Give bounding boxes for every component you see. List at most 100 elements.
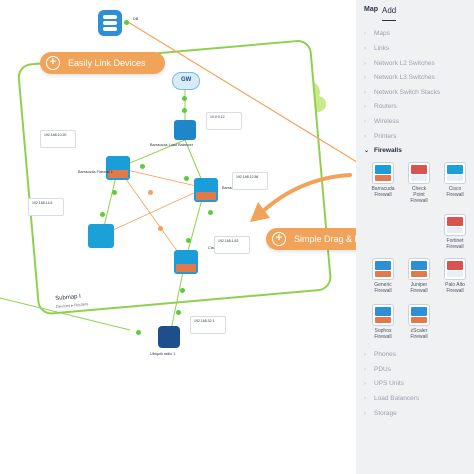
firewall-icon (372, 162, 394, 184)
device-info-card[interactable]: 192.168.12.56 (232, 172, 268, 190)
category-load-balancers[interactable]: › Load Balancers (364, 395, 419, 405)
firewall-icon (408, 162, 430, 184)
load-balancer-icon[interactable] (174, 120, 196, 140)
firewall-icon (444, 258, 466, 280)
database-device-icon[interactable] (98, 10, 122, 36)
switch-node-icon[interactable] (174, 250, 198, 274)
category-label: Links (374, 45, 390, 52)
link-port (182, 96, 187, 101)
easily-link-devices-callout: + Easily Link Devices (40, 52, 165, 74)
tab-map[interactable]: Map (364, 6, 378, 13)
device-info-card[interactable]: 10.0.0.12 (206, 112, 242, 130)
link-line (101, 187, 206, 236)
category-maps[interactable]: ›Maps (364, 30, 390, 40)
category-printers[interactable]: › Printers (364, 133, 396, 143)
category-label: UPS Units (374, 380, 404, 387)
panel-tabs: Map Add (356, 6, 474, 21)
chevron-right-icon: › (364, 104, 366, 110)
device-palo-alto-firewall[interactable]: Palo Alto Firewall (440, 258, 470, 294)
category-storage[interactable]: › Storage (364, 410, 397, 420)
category-l2-switches[interactable]: ›Network L2 Switches (364, 60, 435, 70)
firewall-node-icon[interactable] (194, 178, 218, 202)
category-links[interactable]: ›Links (364, 45, 389, 55)
device-label: Barracuda Firewall (371, 186, 395, 198)
link-line (0, 297, 131, 331)
link-port (208, 210, 213, 215)
device-info-card[interactable]: 192.168.1.52 (214, 236, 250, 254)
category-pdus[interactable]: ›PDUs (364, 366, 391, 376)
device-barracuda-firewall[interactable]: Barracuda Firewall (368, 162, 398, 198)
category-label: Network Switch Stacks (374, 89, 441, 96)
device-label: DB (133, 17, 139, 21)
chevron-right-icon: › (364, 396, 366, 402)
device-label: Fortinet Firewall (446, 238, 464, 250)
link-port (112, 190, 117, 195)
router-node-icon[interactable] (158, 326, 180, 348)
gateway-cloud-icon[interactable]: GW (172, 72, 200, 90)
link-line (117, 167, 206, 189)
category-wireless[interactable]: ›Wireless (364, 118, 399, 128)
chevron-right-icon: › (364, 90, 366, 96)
network-map-canvas[interactable]: Submap I Devices ▸ Routers DB + Easily L… (0, 0, 438, 474)
device-sophos-firewall[interactable]: Sophos Firewall (368, 304, 398, 340)
firewall-icon (408, 258, 430, 280)
ip-address-label: 192.168.10.20 (44, 133, 67, 137)
category-l3-switches[interactable]: › Network L3 Switches (364, 74, 435, 84)
category-label: Load Balancers (374, 395, 420, 402)
link-lines (0, 21, 356, 336)
firewall-icon (444, 214, 466, 236)
link-port (186, 238, 191, 243)
chevron-right-icon: › (364, 352, 366, 358)
device-zscaler-firewall[interactable]: zScaler Firewall (404, 304, 434, 340)
tab-add[interactable]: Add (382, 6, 397, 15)
firewall-icon (372, 304, 394, 326)
link-port (140, 164, 145, 169)
drag-arrow (250, 173, 352, 222)
category-label: PDUs (374, 366, 391, 373)
category-switch-stacks[interactable]: › Network Switch Stacks (364, 89, 440, 99)
category-firewalls[interactable]: ⌄Firewalls (364, 147, 402, 157)
device-label: Check Point Firewall (410, 186, 428, 204)
device-fortinet-firewall[interactable]: Fortinet Firewall (440, 214, 470, 250)
chevron-right-icon: › (364, 75, 366, 81)
device-check-point-firewall[interactable]: Check Point Firewall (404, 162, 434, 204)
category-ups-units[interactable]: ›UPS Units (364, 380, 404, 390)
device-cisco-firewall[interactable]: Cisco Firewall (440, 162, 470, 198)
link-line (117, 167, 186, 263)
category-phones[interactable]: › Phones (364, 351, 396, 361)
link-port (176, 310, 181, 315)
chevron-right-icon: › (364, 119, 366, 125)
link-port (136, 330, 141, 335)
link-port (184, 176, 189, 181)
ip-address-label: 192.168.12.56 (236, 175, 259, 179)
gateway-label: GW (181, 77, 192, 83)
ip-address-label: 192.168.14.6 (32, 201, 53, 205)
link-line (169, 261, 186, 336)
device-label: Juniper Firewall (410, 282, 428, 294)
device-info-card[interactable]: 192.168.14.6 (28, 198, 64, 216)
category-label: Network L3 Switches (374, 74, 435, 81)
switch-node-icon[interactable] (88, 224, 114, 248)
firewall-node-label: Barracuda Firewall 1 (78, 170, 113, 174)
device-generic-firewall[interactable]: Generic Firewall (368, 258, 398, 294)
category-label: Storage (374, 410, 397, 417)
device-label: Cisco Firewall (446, 186, 464, 198)
link-port (180, 288, 185, 293)
device-juniper-firewall[interactable]: Juniper Firewall (404, 258, 434, 294)
firewall-icon (372, 258, 394, 280)
device-palette-panel: Map Add ›Maps ›Links ›Network L2 Switche… (356, 0, 474, 474)
router-node-label: Ubiquiti radio 1 (150, 352, 176, 356)
device-info-card[interactable]: 192.168.10.20 (40, 130, 76, 148)
chevron-right-icon: › (364, 61, 366, 67)
link-port (182, 108, 187, 113)
firewall-node-icon[interactable] (106, 156, 130, 180)
category-label: Phones (374, 351, 397, 358)
chevron-right-icon: › (364, 411, 366, 417)
category-label: Printers (374, 133, 397, 140)
category-routers[interactable]: ›Routers (364, 103, 397, 113)
ip-address-label: 192.168.1.52 (218, 239, 239, 243)
device-label: Palo Alto Firewall (445, 282, 465, 294)
device-info-card[interactable]: 192.168.32.1 (190, 316, 226, 334)
chevron-right-icon: › (364, 134, 366, 140)
link-port (100, 212, 105, 217)
